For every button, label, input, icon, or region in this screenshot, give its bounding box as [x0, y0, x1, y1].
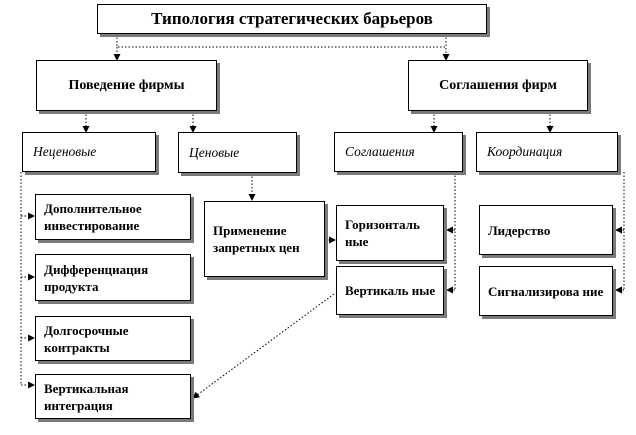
leaf-prohibitive-prices-text: Применение запретных цен [213, 223, 300, 255]
leaf-vertical-integration-text: Вертикальная интеграция [44, 380, 129, 413]
group-nonprice: Неценовые [22, 132, 156, 172]
leaf-signaling-text: Сигнализирова ние [488, 283, 604, 299]
diagram-title-text: Типология стратегических барьеров [151, 9, 433, 28]
branch-behavior: Поведение фирмы [36, 60, 217, 111]
leaf-extra-investment-text: Дополнительное инвестирование [44, 201, 142, 233]
leaf-leadership-text: Лидерство [488, 222, 551, 238]
group-price: Ценовые [178, 132, 297, 173]
diagram-title: Типология стратегических барьеров [97, 4, 487, 34]
group-agreements-text: Соглашения [345, 144, 415, 159]
leaf-horizontal-text: Горизонталь ные [345, 217, 420, 249]
leaf-prohibitive-prices: Применение запретных цен [204, 201, 325, 277]
leaf-vertical-text: Вертикаль ные [345, 283, 436, 298]
leaf-product-differentiation: Дифференциация продукта [35, 254, 191, 301]
leaf-extra-investment: Дополнительное инвестирование [35, 194, 191, 240]
branch-agreements-text: Соглашения фирм [439, 77, 557, 93]
branch-behavior-text: Поведение фирмы [68, 77, 185, 93]
group-coordination: Координация [476, 132, 618, 172]
branch-agreements: Соглашения фирм [408, 60, 588, 111]
leaf-vertical-integration: Вертикальная интеграция [35, 374, 191, 419]
leaf-leadership: Лидерство [479, 205, 613, 255]
leaf-horizontal: Горизонталь ные [336, 205, 444, 261]
leaf-long-contracts-text: Долгосрочные контракты [44, 322, 129, 355]
leaf-long-contracts: Долгосрочные контракты [35, 316, 191, 361]
group-nonprice-text: Неценовые [33, 144, 97, 159]
link-vertical-to-integration [192, 293, 335, 399]
group-coordination-text: Координация [487, 144, 563, 159]
link-title-behavior [116, 34, 446, 48]
leaf-vertical: Вертикаль ные [336, 266, 444, 315]
leaf-product-differentiation-text: Дифференциация продукта [44, 261, 149, 294]
leaf-signaling: Сигнализирова ние [479, 266, 613, 316]
group-agreements: Соглашения [334, 132, 463, 172]
group-price-text: Ценовые [189, 144, 240, 160]
